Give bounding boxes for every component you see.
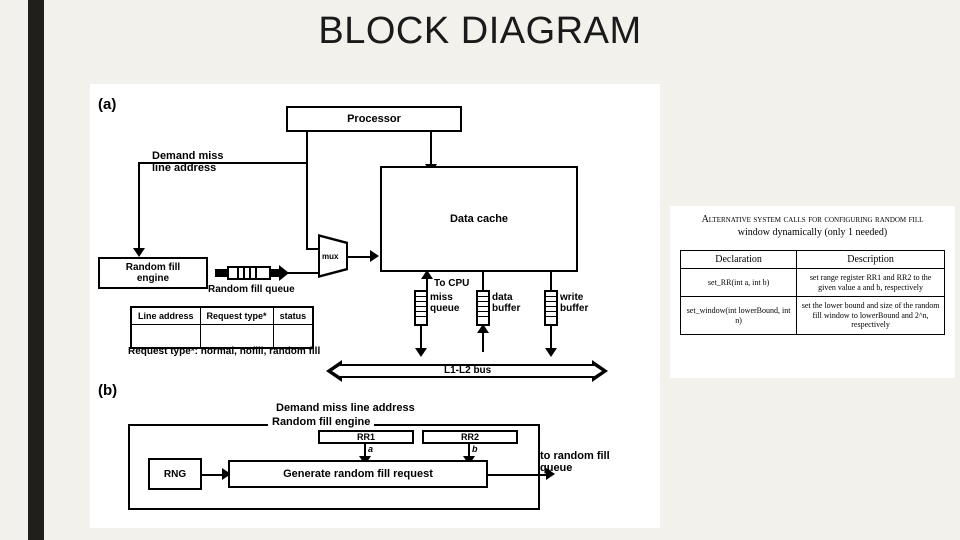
arrow-to-cpu: [421, 270, 433, 279]
arrow-writebuffer-to-bus: [545, 348, 557, 357]
line-demand-miss-into-mux: [306, 248, 320, 250]
table-row: [130, 324, 314, 349]
random-fill-queue-graphic: [215, 265, 289, 281]
arrow-to-random-fill-queue: [546, 468, 555, 480]
line-rng-to-generate: [202, 474, 226, 476]
syscall-caption-line2: window dynamically (only 1 needed): [737, 226, 888, 238]
table-row: set_window(int lowerBound, int n) set th…: [679, 296, 945, 335]
line-rr2-down: [468, 444, 470, 458]
syscall-table-panel: Alternative system calls for configuring…: [670, 206, 955, 378]
table-row: Line address Request type* status: [130, 306, 314, 325]
part-a-label: (a): [98, 96, 117, 113]
random-fill-engine-title: Random fill engine: [268, 416, 375, 429]
line-mux-to-cache: [348, 256, 372, 258]
l1-l2-bus-label: L1-L2 bus: [444, 365, 492, 376]
line-processor-left-down: [306, 132, 308, 164]
syscall-row-1-description: set the lower bound and size of the rand…: [796, 296, 945, 335]
processor-box: Processor: [286, 106, 462, 132]
syscall-row-1-declaration: set_window(int lowerBound, int n): [679, 296, 798, 335]
line-missqueue-to-bus: [420, 326, 422, 352]
left-accent-bar: [28, 0, 44, 540]
table-cell-line-address: [130, 324, 201, 349]
table-header-request-type: Request type*: [199, 306, 274, 325]
syscall-row-0-description: set range register RR1 and RR2 to the gi…: [796, 267, 945, 298]
arrow-missqueue-to-bus: [415, 348, 427, 357]
random-fill-queue-label: Random fill queue: [208, 284, 295, 295]
line-cache-to-writebuffer: [550, 272, 552, 302]
block-diagram-panel: (a) Processor Demand miss line address D…: [90, 84, 660, 528]
line-cache-to-databuffer: [482, 272, 484, 302]
part-b-label: (b): [98, 382, 118, 399]
random-fill-engine-box: Random fill engine: [98, 257, 208, 289]
request-type-note: Request type*: normal, nofill, random fi…: [128, 346, 321, 357]
mux-inner: [320, 237, 346, 275]
rr2-register: RR2: [422, 430, 518, 444]
rr1-register: RR1: [318, 430, 414, 444]
line-down-to-engine: [138, 162, 140, 250]
table-cell-status: [272, 324, 314, 349]
generate-random-fill-request-box: Generate random fill request: [228, 460, 488, 488]
to-cpu-label: To CPU: [434, 278, 470, 289]
part-b-demand-miss-label: Demand miss line address: [276, 402, 415, 414]
syscall-header-declaration: Declaration: [679, 250, 798, 269]
data-buffer-stack: [476, 290, 490, 326]
syscall-row-0-declaration: set_RR(int a, int b): [679, 267, 798, 298]
miss-queue-label: miss queue: [430, 292, 460, 315]
arrow-mux-to-cache: [370, 250, 379, 262]
write-buffer-label: write buffer: [560, 292, 589, 315]
rng-box: RNG: [148, 458, 202, 490]
b-label: b: [472, 444, 478, 454]
table-cell-request-type: [199, 324, 274, 349]
request-table: Line address Request type* status: [130, 306, 315, 349]
table-header-status: status: [272, 306, 314, 325]
table-header-row: Declaration Description: [679, 250, 945, 269]
arrow-rng-to-generate: [222, 468, 231, 480]
rr2-label: RR2: [460, 432, 479, 442]
miss-queue-stack: [414, 290, 428, 326]
l1-l2-bus: L1-L2 bus: [326, 360, 608, 382]
page-title: BLOCK DIAGRAM: [318, 10, 642, 52]
line-queue-to-mux: [286, 272, 318, 274]
table-row: set_RR(int a, int b) set range register …: [679, 267, 945, 298]
line-processor-to-cache: [430, 132, 432, 166]
left-accent-bar-area: [0, 0, 44, 540]
line-rr1-down: [364, 444, 366, 458]
line-to-random-fill-queue: [488, 474, 550, 476]
demand-miss-line-address-label: Demand miss line address: [152, 150, 224, 175]
rr1-label: RR1: [356, 432, 375, 442]
syscall-table: Declaration Description set_RR(int a, in…: [679, 250, 945, 335]
to-random-fill-queue-label: to random fill queue: [540, 450, 610, 475]
table-header-line-address: Line address: [130, 306, 201, 325]
syscall-caption-line1: Alternative system calls for configuring…: [701, 214, 924, 225]
line-databuffer-to-bus: [482, 326, 484, 352]
line-to-cpu: [426, 272, 428, 300]
data-cache-box: Data cache: [380, 166, 578, 272]
a-label: a: [368, 444, 374, 454]
write-buffer-stack: [544, 290, 558, 326]
mux-label: mux: [322, 252, 339, 261]
line-writebuffer-to-bus: [550, 326, 552, 352]
line-processor-left-across: [138, 162, 308, 164]
syscall-header-description: Description: [796, 250, 945, 269]
data-buffer-label: data buffer: [492, 292, 521, 315]
syscall-table-caption: Alternative system calls for configuring…: [670, 214, 955, 239]
line-demand-miss-to-mux: [306, 162, 308, 248]
arrow-databuffer-up: [477, 324, 489, 333]
arrow-to-random-fill-engine: [133, 248, 145, 257]
